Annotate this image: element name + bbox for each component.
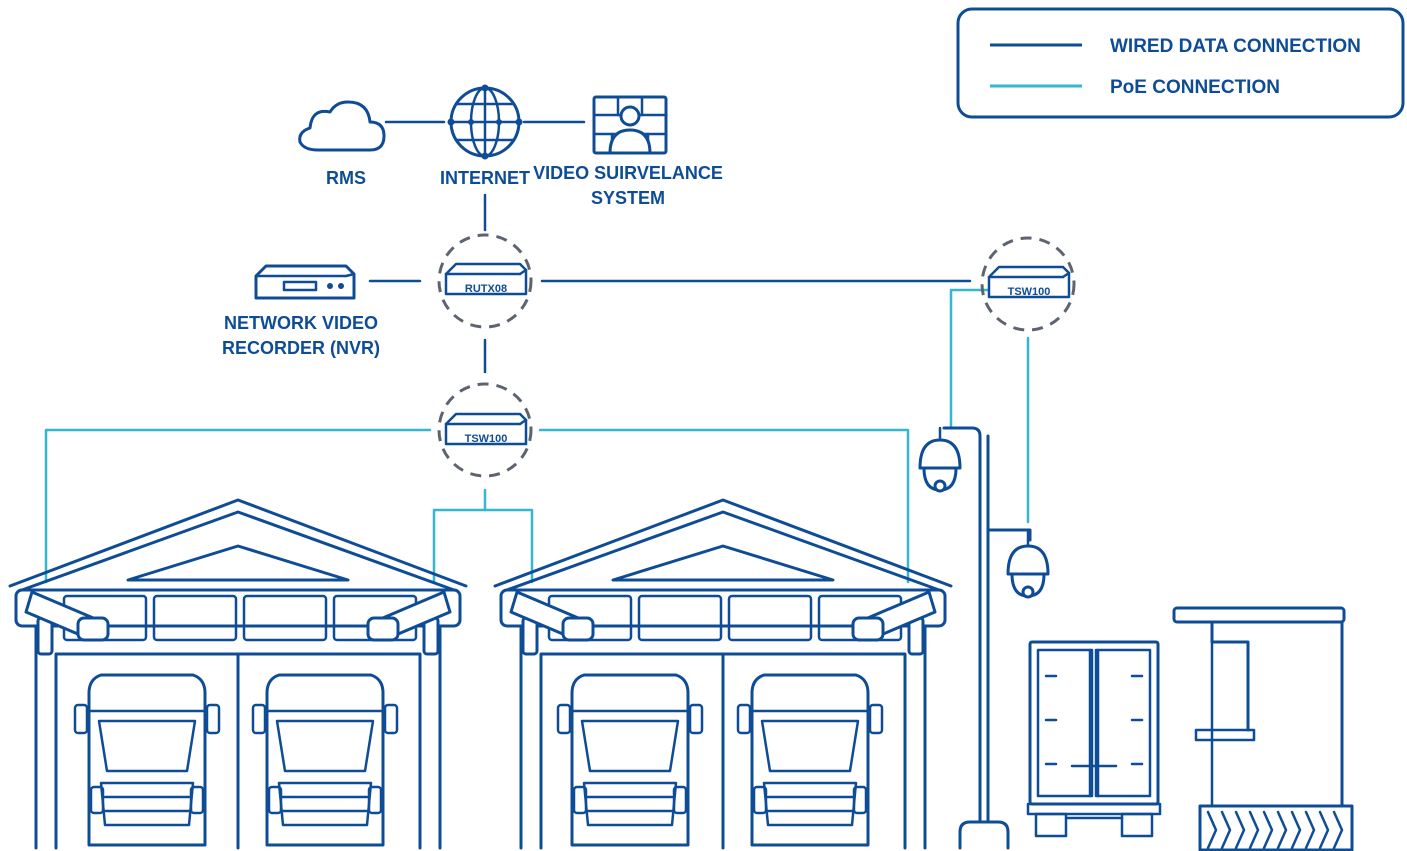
poe-legend-label: PoE CONNECTION <box>1110 77 1280 98</box>
ptz-camera-icon <box>918 438 962 493</box>
router-node[interactable]: RUTX08 <box>437 233 533 329</box>
switch-center-node[interactable]: TSW100 <box>437 382 533 478</box>
surveillance-operator-icon <box>592 95 668 155</box>
nvr-label-line2: RECORDER (NVR) <box>222 338 380 358</box>
truck-icon <box>251 673 399 847</box>
truck-icon <box>73 673 221 847</box>
garage-right <box>493 498 953 850</box>
wired-legend-label: WIRED DATA CONNECTION <box>1110 36 1361 57</box>
poe-connections <box>44 288 1030 584</box>
switch-right-label: TSW100 <box>1008 286 1051 298</box>
internet-label: INTERNET <box>440 168 530 188</box>
nvr-label-line1: NETWORK VIDEO <box>224 313 378 333</box>
poe-link-pole-camera-1 <box>949 288 996 430</box>
pole-arm <box>942 426 982 824</box>
garage-right-building <box>493 498 953 850</box>
legend: WIRED DATA CONNECTION PoE CONNECTION <box>956 7 1405 119</box>
garage-left <box>8 498 468 850</box>
router-label: RUTX08 <box>465 283 507 295</box>
switch-right-dashed-ring <box>980 236 1076 332</box>
pole-arm-2 <box>986 528 1032 542</box>
ptz-camera-icon <box>1006 544 1050 599</box>
garage-left-building <box>8 498 468 850</box>
globe-icon <box>447 84 523 160</box>
wired-connections <box>368 120 972 374</box>
router-dashed-ring <box>437 233 533 329</box>
legend-box <box>956 7 1405 119</box>
trailer-box <box>1028 640 1160 806</box>
rms-label: RMS <box>326 168 366 188</box>
vss-label-line2: SYSTEM <box>591 188 665 208</box>
poe-link-left-garage-right-cam <box>432 488 487 584</box>
truck-icon <box>556 673 704 847</box>
cloud-icon <box>298 100 386 152</box>
switch-center-dashed-ring <box>437 382 533 478</box>
poe-link-left-garage-left-cam <box>44 428 432 584</box>
poe-link-right-garage-right-cam <box>538 428 910 584</box>
switch-center-label: TSW100 <box>465 433 508 445</box>
truck-icon <box>736 673 884 847</box>
nvr-device-icon <box>254 264 356 300</box>
vss-label-line1: VIDEO SUIRVELANCE <box>533 163 723 183</box>
camera-pole <box>918 426 1050 850</box>
trailer-rear <box>1026 640 1162 838</box>
nvr-node[interactable]: NETWORK VIDEO RECORDER (NVR) <box>222 264 380 358</box>
gate-booth <box>1172 606 1354 851</box>
rms-node[interactable]: RMS <box>298 100 386 188</box>
internet-node[interactable]: INTERNET <box>440 84 530 189</box>
vss-node[interactable]: VIDEO SUIRVELANCE SYSTEM <box>533 95 723 208</box>
switch-right-node[interactable]: TSW100 <box>980 236 1076 332</box>
poe-link-right-garage-left-cam <box>483 508 534 584</box>
